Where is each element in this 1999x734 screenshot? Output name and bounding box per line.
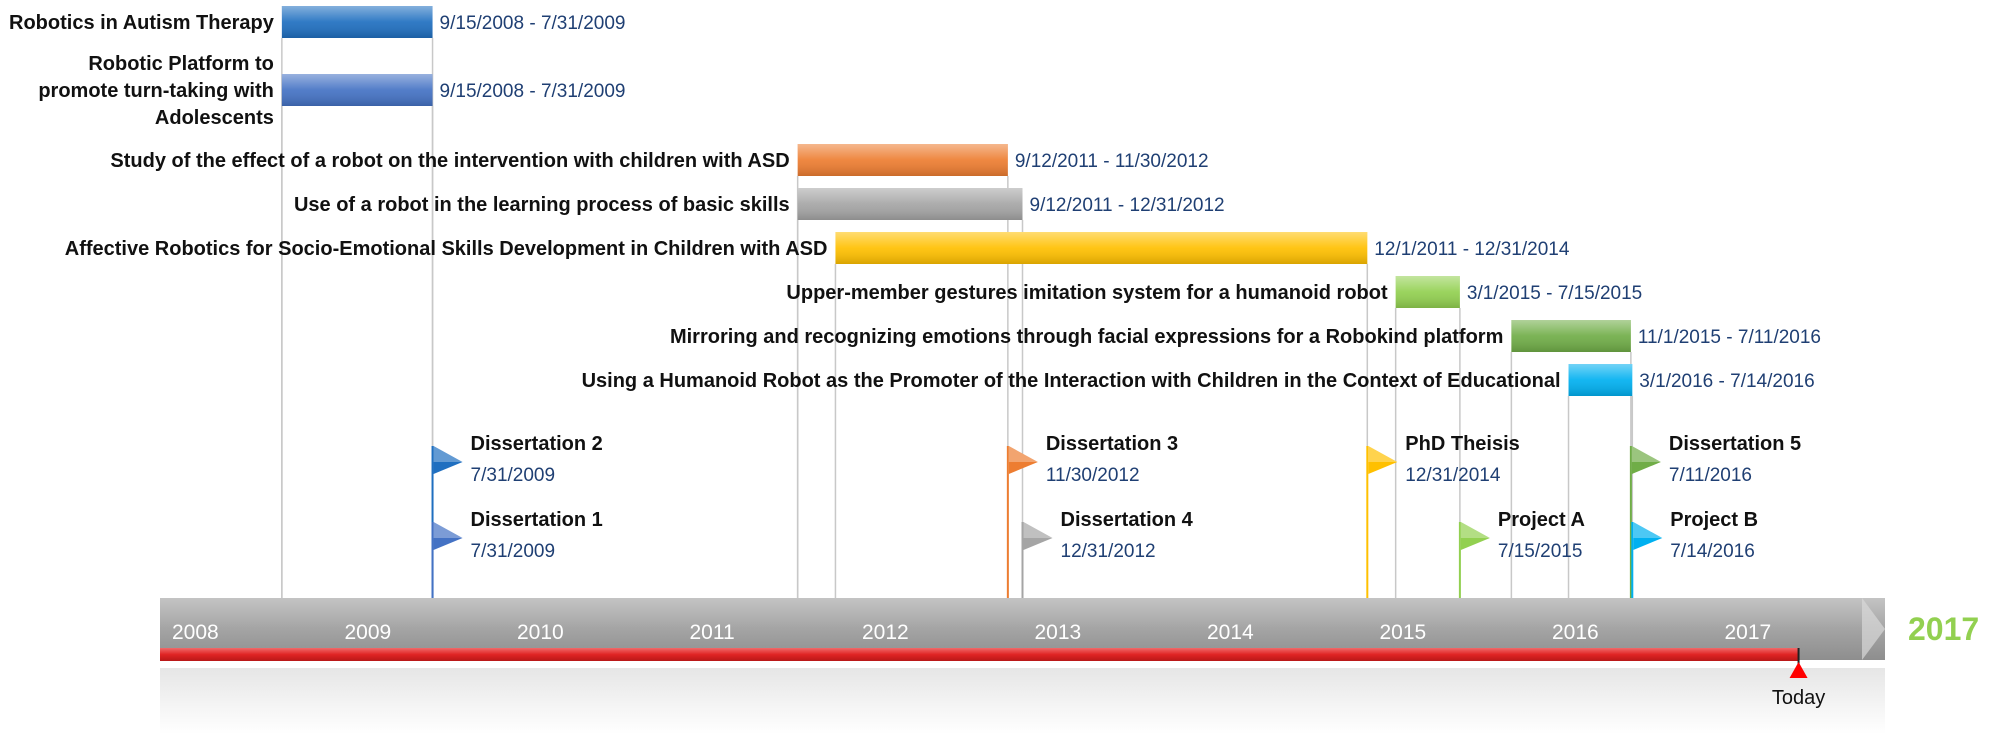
task-date-range: 11/1/2015 - 7/11/2016 [1638,327,1821,348]
task-date-range: 3/1/2016 - 7/14/2016 [1639,371,1814,392]
task-date-range: 9/12/2011 - 12/31/2012 [1030,195,1225,216]
task-label: Study of the effect of a robot on the in… [110,150,789,172]
task-bar-gloss [797,188,1023,220]
milestone-date: 11/30/2012 [1046,465,1140,486]
task-label: Mirroring and recognizing emotions throu… [670,326,1503,348]
task-bar-gloss [281,6,433,38]
milestone-title: Dissertation 2 [471,433,603,455]
task-bar-gloss [281,74,433,106]
task-date-range: 9/15/2008 - 7/31/2009 [440,81,626,102]
milestone-flag-icon [1368,446,1398,474]
milestone-flag-highlight [1023,522,1053,538]
milestone-date: 12/31/2014 [1405,465,1501,486]
task-date-range: 3/1/2015 - 7/15/2015 [1467,283,1642,304]
milestone-flag-icon [1023,522,1053,550]
milestone-title: Dissertation 5 [1669,433,1801,455]
task-date-range: 9/15/2008 - 7/31/2009 [440,13,626,34]
milestone-flag-highlight [1008,446,1038,462]
axis-year-label: 2015 [1380,621,1427,644]
task-label: Using a Humanoid Robot as the Promoter o… [582,370,1561,392]
milestone-date: 7/31/2009 [471,541,556,562]
milestone-title: PhD Theisis [1405,433,1519,455]
task-bar-gloss [1568,364,1633,396]
task-bar-gloss [1395,276,1460,308]
milestone-date: 7/11/2016 [1669,465,1752,486]
task-label: Affective Robotics for Socio-Emotional S… [65,238,828,260]
axis-year-label: 2017 [1725,621,1772,644]
milestone-flag-icon [433,522,463,550]
task-bar-gloss [1511,320,1631,352]
milestone-title: Dissertation 3 [1046,433,1178,455]
axis-year-label: 2010 [517,621,564,644]
task-label: Use of a robot in the learning process o… [294,194,790,216]
milestone-flag-icon [433,446,463,474]
milestone-flag-highlight [1368,446,1398,462]
elapsed-time-bar [160,648,1799,661]
axis-year-label: 2016 [1552,621,1599,644]
axis-year-label: 2012 [862,621,909,644]
milestone-title: Project A [1498,509,1585,531]
milestone-flag-icon [1633,522,1663,550]
milestone-flag-highlight [433,522,463,538]
task-label: Robotics in Autism Therapy [9,12,275,34]
milestone-flag-icon [1631,446,1661,474]
milestone-date: 7/15/2015 [1498,541,1583,562]
milestone-date: 7/31/2009 [471,465,556,486]
axis-end-arrow [1862,598,1885,660]
milestone-date: 12/31/2012 [1061,541,1156,562]
axis-end-year-label: 2017 [1908,611,1979,647]
milestone-flag-highlight [433,446,463,462]
milestone-flag-highlight [1633,522,1663,538]
task-label: Upper-member gestures imitation system f… [786,282,1388,304]
milestone-flag-highlight [1460,522,1490,538]
milestone-flag-icon [1008,446,1038,474]
task-date-range: 12/1/2011 - 12/31/2014 [1374,239,1570,260]
milestone-flag-icon [1460,522,1490,550]
milestone-title: Dissertation 1 [471,509,603,531]
today-label: Today [1772,687,1825,709]
axis-year-label: 2011 [690,621,735,644]
milestone-title: Project B [1670,509,1758,531]
milestone-date: 7/14/2016 [1670,541,1755,562]
task-date-range: 9/12/2011 - 11/30/2012 [1015,151,1209,172]
task-bar-gloss [797,144,1008,176]
axis-year-label: 2014 [1207,621,1254,644]
axis-shadow [160,668,1885,734]
today-marker-icon [1789,662,1808,678]
task-bar-gloss [835,232,1368,264]
axis-year-label: 2009 [345,621,392,644]
timeline-axis-bar [160,598,1885,660]
axis-year-label: 2008 [172,621,219,644]
milestone-flag-highlight [1631,446,1661,462]
milestone-title: Dissertation 4 [1061,509,1194,531]
axis-year-label: 2013 [1035,621,1082,644]
